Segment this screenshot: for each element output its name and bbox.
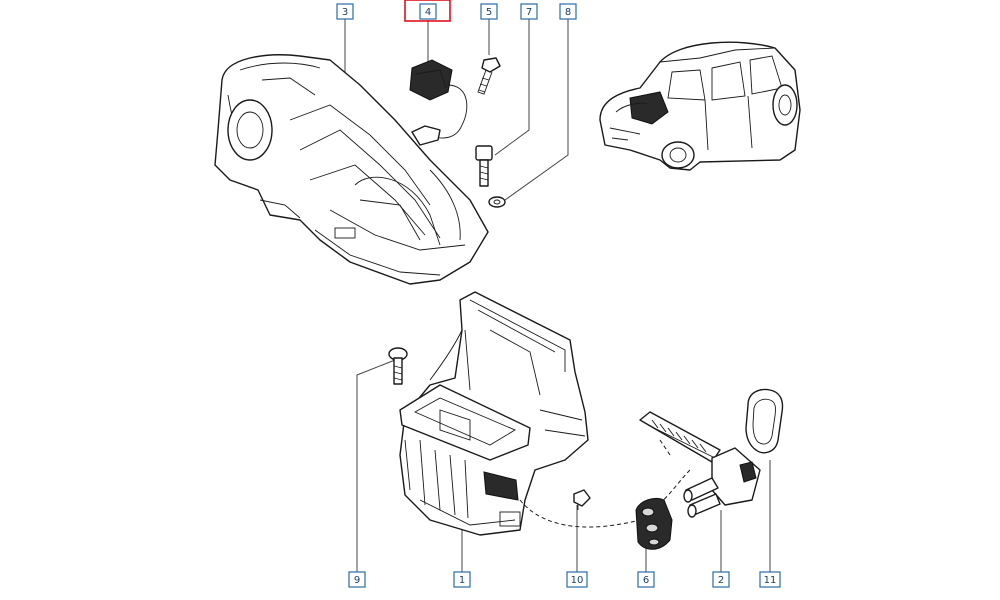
callout-11[interactable]: 11 (759, 571, 781, 588)
highlight-frame (404, 0, 451, 22)
gasket-part-11 (745, 388, 784, 454)
callout-label-2: 2 (718, 575, 724, 586)
callout-6[interactable]: 6 (637, 571, 655, 588)
vehicle-location-inset (599, 41, 801, 171)
callout-7[interactable]: 7 (520, 3, 538, 20)
callout-label-9: 9 (354, 575, 360, 586)
leader-9 (356, 359, 396, 572)
heater-core-part-2 (639, 411, 761, 518)
callout-label-11: 11 (764, 575, 777, 586)
heater-unit-part-1 (399, 291, 589, 536)
callout-label-3: 3 (342, 7, 348, 18)
leader-8 (504, 18, 569, 201)
callout-1[interactable]: 1 (453, 571, 471, 588)
callout-label-10: 10 (571, 575, 584, 586)
callout-label-4: 4 (425, 7, 431, 18)
callout-3[interactable]: 3 (336, 3, 354, 20)
callout-label-5: 5 (486, 7, 492, 18)
resistor-module-part-4 (409, 59, 468, 146)
clip-part-10 (573, 489, 591, 510)
callout-4[interactable]: 4 (419, 3, 437, 20)
duct-assembly-part-3 (214, 54, 489, 285)
screw-part-5 (477, 57, 501, 95)
bolt-part-7 (475, 145, 493, 187)
screw-part-9 (388, 347, 408, 385)
washer-part-8 (488, 196, 506, 208)
callout-9[interactable]: 9 (348, 571, 366, 588)
grommet-part-6 (635, 497, 673, 550)
callout-label-6: 6 (643, 575, 649, 586)
callout-10[interactable]: 10 (566, 571, 588, 588)
callout-8[interactable]: 8 (559, 3, 577, 20)
callout-2[interactable]: 2 (712, 571, 730, 588)
callout-5[interactable]: 5 (480, 3, 498, 20)
callout-label-8: 8 (565, 7, 571, 18)
callout-label-1: 1 (459, 575, 465, 586)
leader-7 (494, 18, 530, 156)
leader-lines (334, 18, 771, 572)
callout-label-7: 7 (526, 7, 532, 18)
